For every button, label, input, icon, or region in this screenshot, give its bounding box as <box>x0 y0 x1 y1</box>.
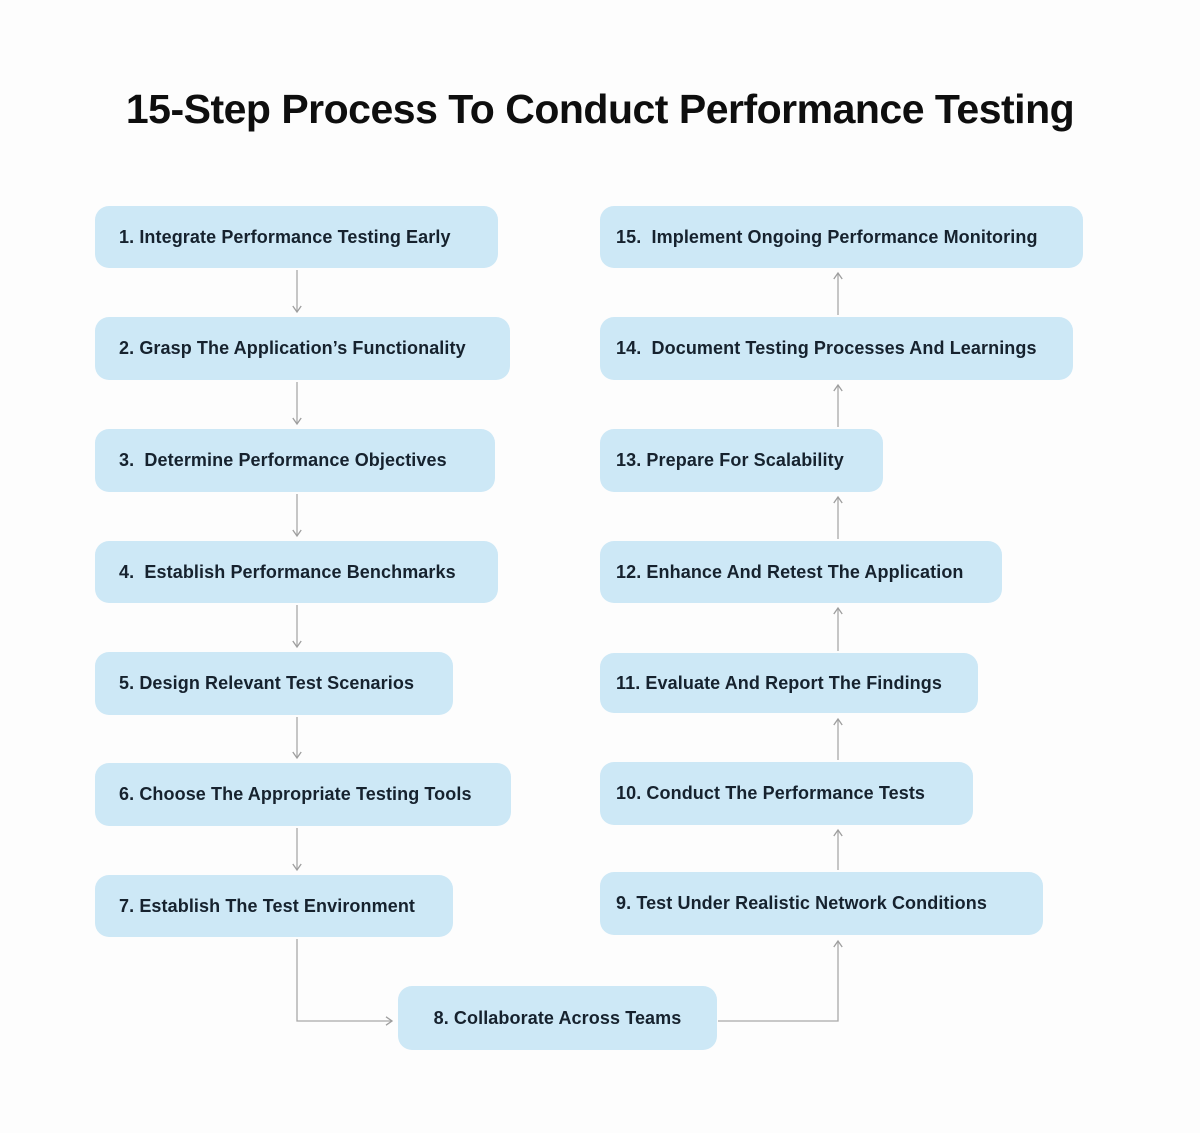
step-box-14: 14. Document Testing Processes And Learn… <box>600 317 1073 380</box>
step-label: 10. Conduct The Performance Tests <box>616 783 926 803</box>
connector-8-9 <box>718 939 843 1022</box>
step-label: 8. Collaborate Across Teams <box>433 1007 682 1028</box>
step-box-3: 3. Determine Performance Objectives <box>95 429 495 492</box>
step-box-11: 11. Evaluate And Report The Findings <box>600 653 978 713</box>
step-box-9: 9. Test Under Realistic Network Conditio… <box>600 872 1043 935</box>
step-label: 12. Enhance And Retest The Application <box>616 561 964 582</box>
step-label: 11. Evaluate And Report The Findings <box>616 672 942 693</box>
step-label: 15. Implement Ongoing Performance Monito… <box>616 226 1038 247</box>
step-box-1: 1. Integrate Performance Testing Early <box>95 206 498 268</box>
step-label: 6. Choose The Appropriate Testing Tools <box>119 784 472 804</box>
step-label: 1. Integrate Performance Testing Early <box>119 226 451 247</box>
step-label: 4. Establish Performance Benchmarks <box>119 561 456 582</box>
step-label: 3. Determine Performance Objectives <box>119 450 447 470</box>
step-box-7: 7. Establish The Test Environment <box>95 875 453 937</box>
step-label: 13. Prepare For Scalability <box>616 450 844 470</box>
step-box-10: 10. Conduct The Performance Tests <box>600 762 973 825</box>
step-label: 2. Grasp The Application’s Functionality <box>119 338 466 358</box>
step-label: 9. Test Under Realistic Network Conditio… <box>616 893 987 913</box>
step-box-4: 4. Establish Performance Benchmarks <box>95 541 498 603</box>
page-title: 15-Step Process To Conduct Performance T… <box>125 86 1075 132</box>
step-box-5: 5. Design Relevant Test Scenarios <box>95 652 453 715</box>
step-box-8: 8. Collaborate Across Teams <box>398 986 717 1050</box>
step-box-2: 2. Grasp The Application’s Functionality <box>95 317 510 380</box>
step-box-15: 15. Implement Ongoing Performance Monito… <box>600 206 1083 268</box>
step-box-6: 6. Choose The Appropriate Testing Tools <box>95 763 511 826</box>
step-box-13: 13. Prepare For Scalability <box>600 429 883 492</box>
step-label: 5. Design Relevant Test Scenarios <box>119 673 415 693</box>
connector-7-8 <box>296 939 394 1026</box>
step-label: 14. Document Testing Processes And Learn… <box>616 338 1037 358</box>
step-box-12: 12. Enhance And Retest The Application <box>600 541 1002 603</box>
step-label: 7. Establish The Test Environment <box>119 895 416 916</box>
